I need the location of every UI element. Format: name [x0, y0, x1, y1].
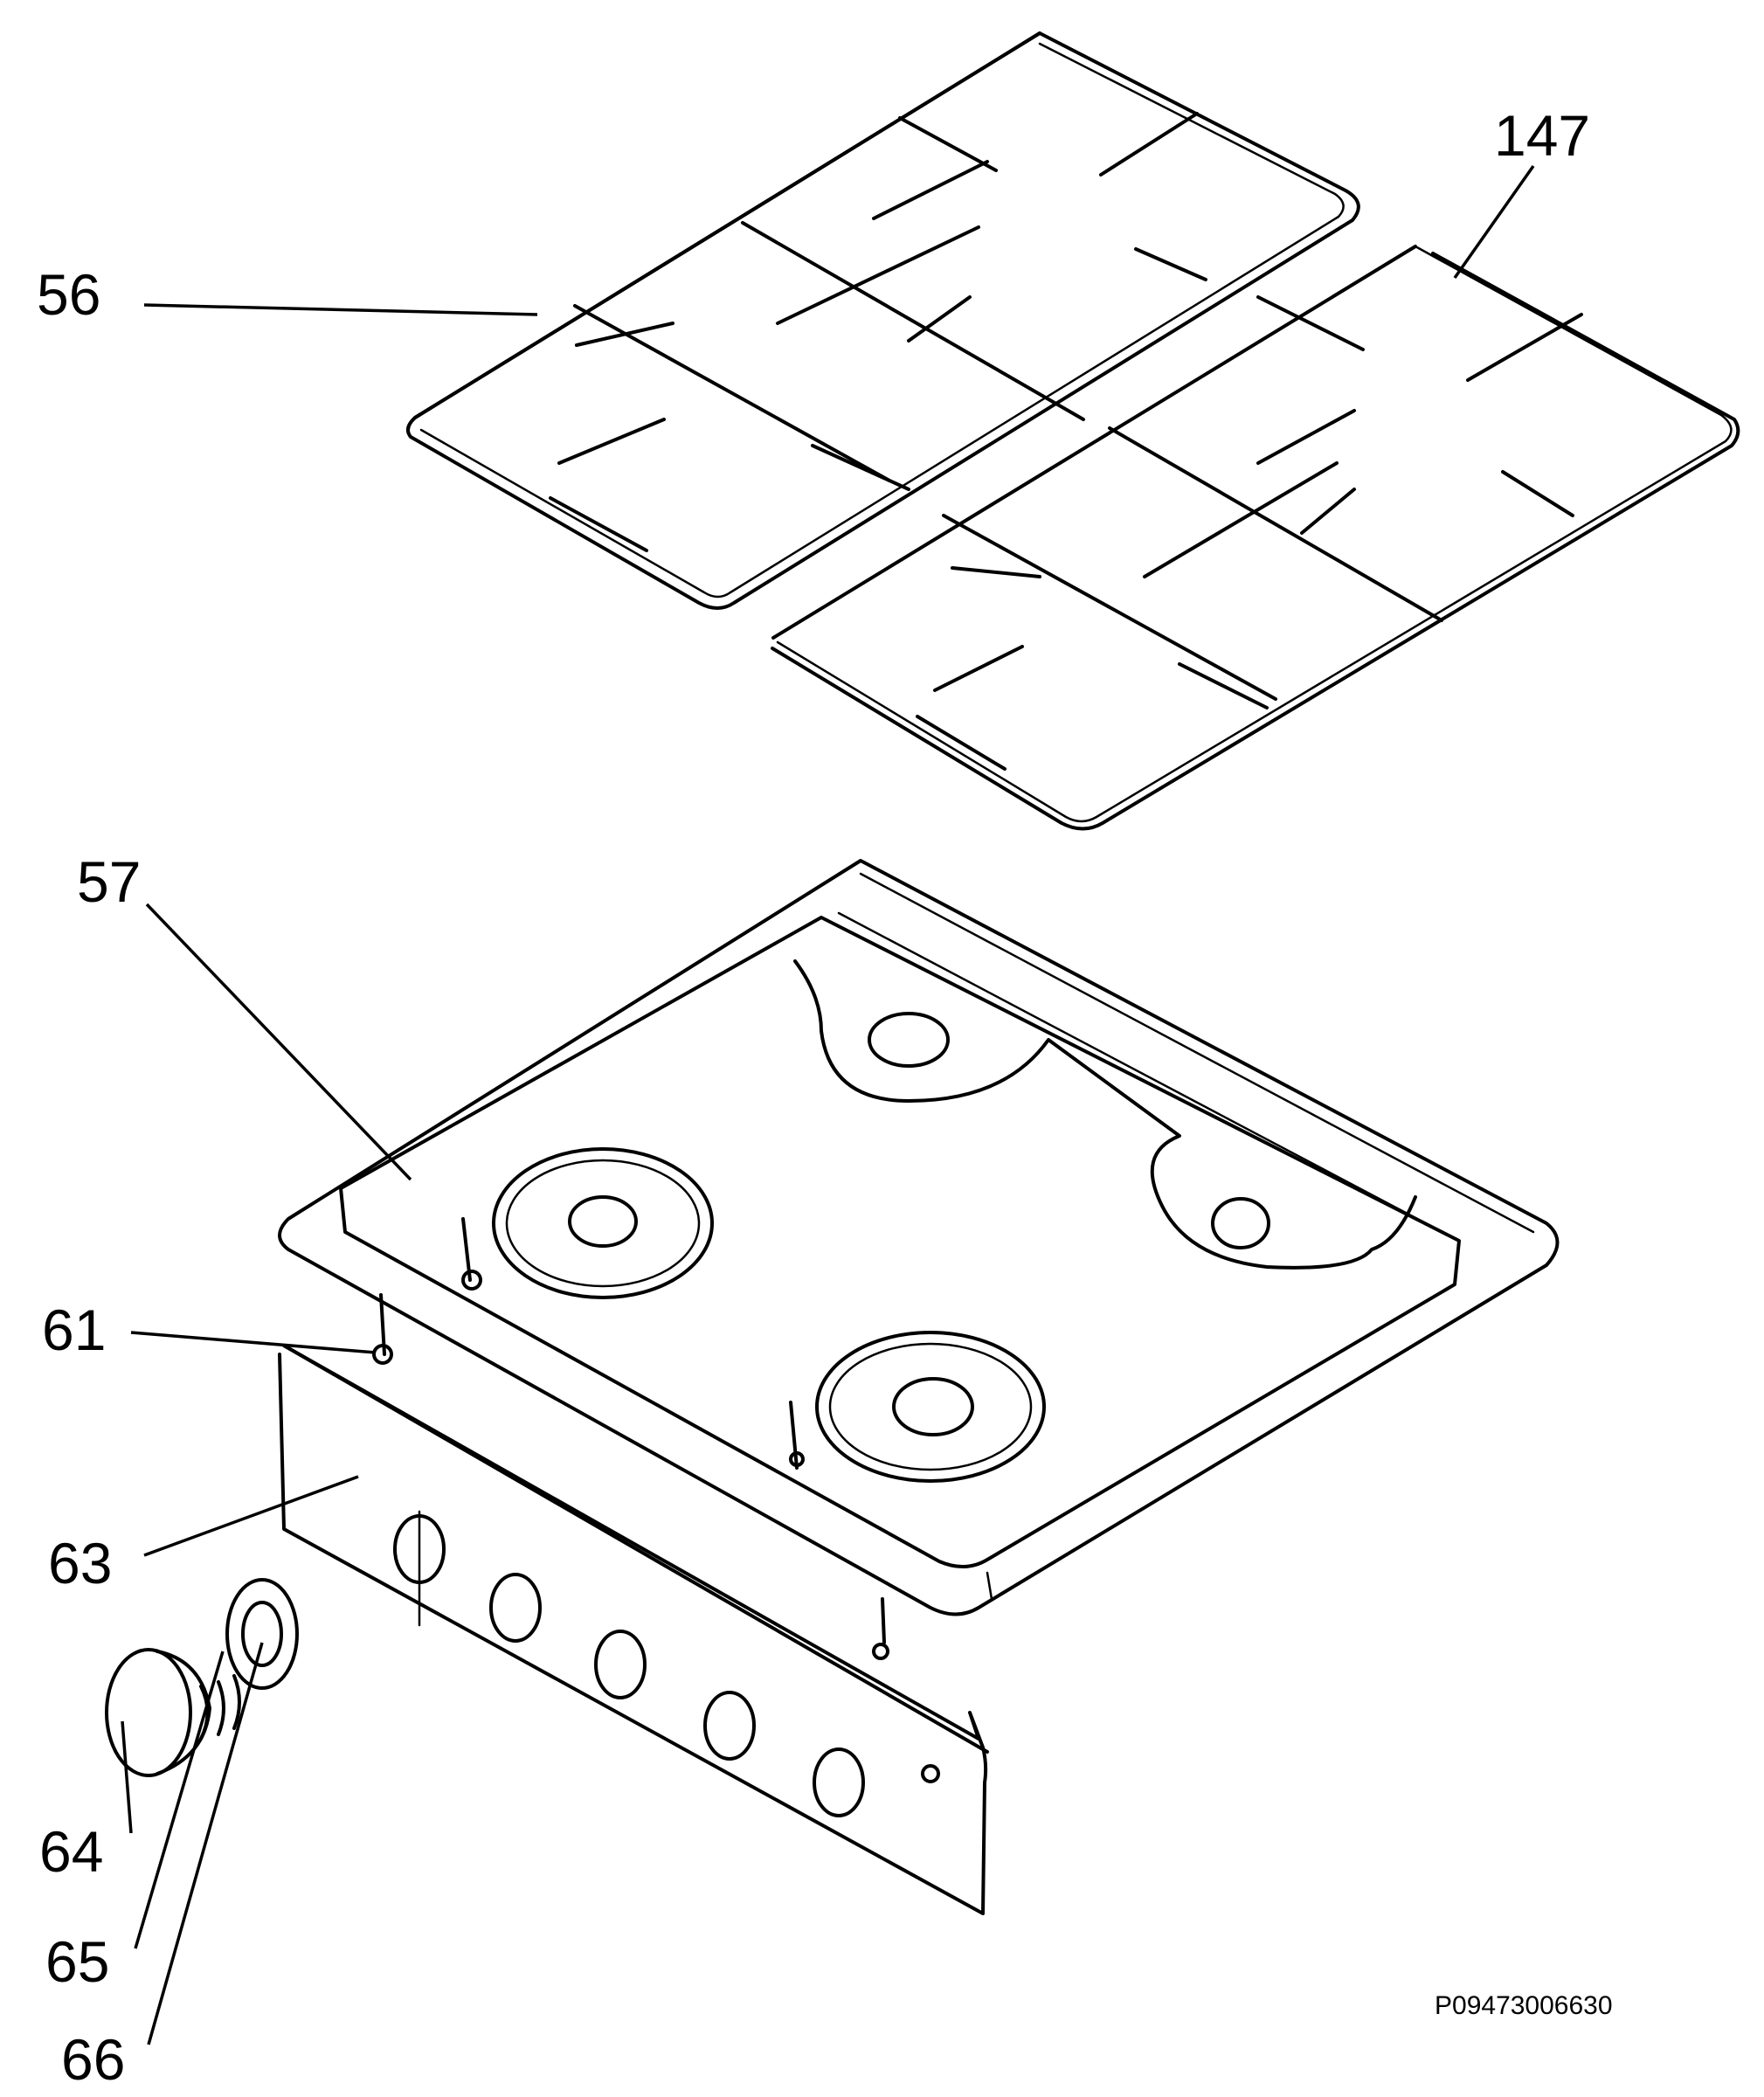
label-56: 56 [37, 262, 100, 327]
control-panel [278, 1344, 989, 1915]
label-61: 61 [42, 1298, 106, 1362]
knob [105, 1648, 192, 1777]
label-57: 57 [77, 849, 141, 914]
pan-support-right [771, 245, 1740, 831]
hob-top [278, 859, 1560, 1660]
label-65: 65 [45, 1929, 109, 1994]
knob-assembly [105, 1578, 299, 1777]
label-147: 147 [1494, 103, 1590, 168]
label-64: 64 [39, 1819, 103, 1884]
label-63: 63 [48, 1531, 112, 1595]
bezel [225, 1578, 299, 1690]
reference-code: P09473006630 [1435, 1991, 1613, 2020]
pan-support-left [405, 31, 1360, 610]
label-66: 66 [61, 2027, 125, 2092]
spring [232, 1674, 241, 1730]
leader-lines [121, 164, 1535, 2045]
